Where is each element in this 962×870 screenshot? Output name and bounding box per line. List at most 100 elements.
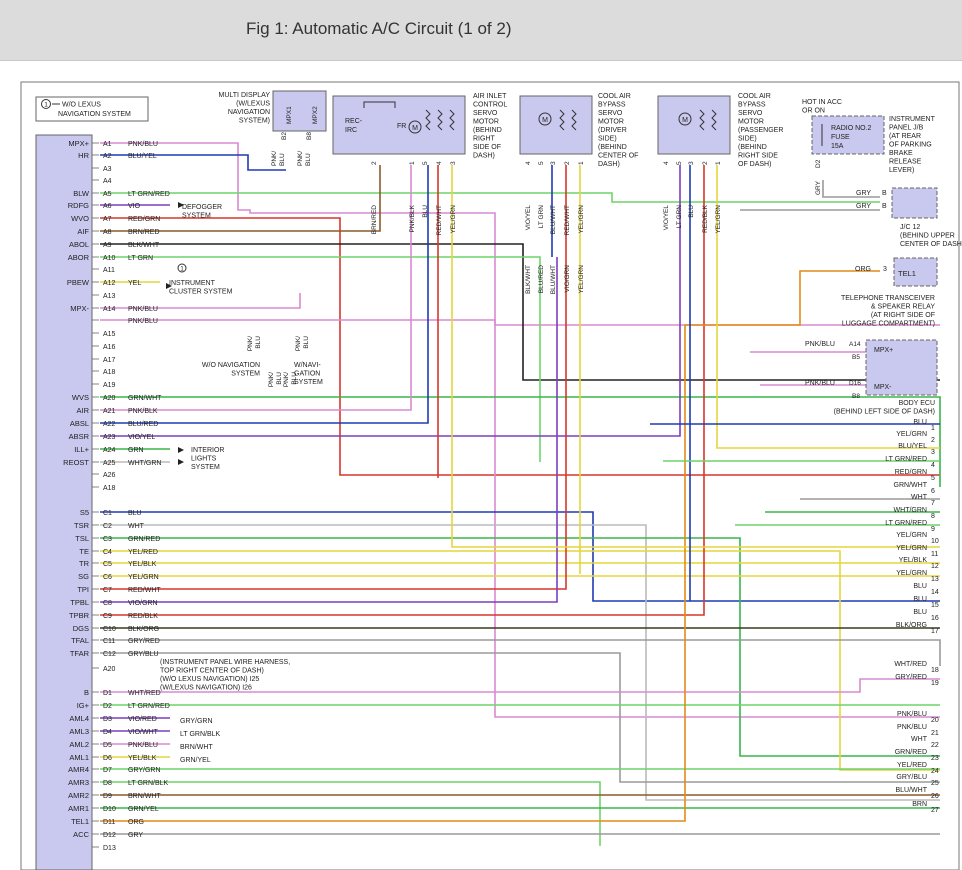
wire-color-label: GRY [856, 190, 871, 197]
cool-passenger-label: SIDE) [738, 136, 757, 143]
fuse-location-label: LEVER) [889, 167, 914, 174]
pin-name: AMR3 [68, 778, 89, 787]
cool-air-passenger-box [657, 95, 731, 155]
output-number: 21 [931, 730, 939, 737]
pin-name: S5 [80, 508, 89, 517]
pin-id: C10 [103, 626, 116, 633]
cool-passenger-label: SERVO [738, 110, 763, 117]
multi-display-label: MULTI DISPLAY [219, 92, 271, 99]
pin-id: 4 [663, 161, 670, 165]
pin-name: AMR1 [68, 804, 89, 813]
output-number: 25 [931, 780, 939, 787]
pin-name: MPX2 [312, 106, 319, 124]
cool-passenger-label: COOL AIR [738, 93, 771, 100]
pin-id: 3 [550, 161, 557, 165]
wire-color-label: PNK/BLU [805, 380, 835, 387]
wire-color-label: BLU [422, 205, 429, 218]
wire [100, 781, 601, 846]
pin-id: D5 [103, 742, 112, 749]
resistor-icon [559, 109, 565, 131]
note-harness: (W/O LEXUS NAVIGATION) I25 [160, 676, 259, 683]
pin-id: C8 [103, 600, 112, 607]
wire-color-label: BLU [255, 336, 262, 349]
note-circle-icon [177, 263, 187, 273]
fuse-inner-label: RADIO NO.2 [831, 125, 872, 132]
wire-color-label: VIO/YEL [525, 205, 532, 231]
pin-id: D4 [103, 729, 112, 736]
page-header: Fig 1: Automatic A/C Circuit (1 of 2) [0, 0, 962, 61]
telephone-relay-box [893, 257, 938, 287]
output-number: 19 [931, 680, 939, 687]
pin-id: A13 [103, 293, 116, 300]
wire-color-label: GRN/YEL [128, 806, 159, 813]
output-wire-label: GRN/RED [895, 749, 927, 756]
fuse-location-label: BRAKE [889, 150, 913, 157]
body-ecu-box [865, 339, 938, 396]
pin-id: A24 [103, 447, 116, 454]
pin-id: D9 [103, 793, 112, 800]
pin-id: C7 [103, 587, 112, 594]
pin-name: AIR [76, 406, 89, 415]
page-title: Fig 1: Automatic A/C Circuit (1 of 2) [246, 19, 512, 38]
pin-id: 2 [564, 161, 571, 165]
wire-color-label: RED/WHT [128, 587, 161, 594]
junction-label: CENTER OF DASH) [900, 241, 962, 248]
air-inlet-label: SERVO [473, 110, 498, 117]
pin-id: 1 [578, 161, 585, 165]
output-wire-label: BLU [913, 609, 927, 616]
resistor-icon [449, 109, 455, 131]
wire [451, 165, 940, 548]
note-circle-number: 1 [180, 267, 184, 273]
wire-color-label: BLU [128, 510, 142, 517]
junction-connector-box [891, 187, 938, 219]
telephone-label: TELEPHONE TRANSCEIVER [841, 295, 935, 302]
pin-id: A2 [103, 153, 112, 160]
pin-name: ABSR [69, 432, 90, 441]
wire-color-label: GRN/WHT [128, 395, 162, 402]
output-wire-label: GRN/WHT [894, 482, 928, 489]
wire-color-label: RED/WHT [436, 205, 443, 235]
cool-driver-label: (DRIVER [598, 127, 627, 134]
wire-color-label: YEL/GRN [578, 265, 585, 294]
wire-color-label: WHT [128, 523, 145, 530]
wire [100, 652, 940, 783]
fuse-inner-label: 15A [831, 143, 844, 150]
wire-color-label: BLU/RED [128, 421, 158, 428]
air-inlet-label: MOTOR [473, 119, 499, 126]
air-inlet-servo-box [332, 95, 466, 155]
wire-color-label: BLU [276, 372, 283, 385]
pin-name: ABOR [68, 253, 90, 262]
cool-passenger-label: MOTOR [738, 119, 764, 126]
cool-air-driver-box [519, 95, 593, 155]
wire-color-label: YEL/GRN [715, 205, 722, 234]
pin-name: ILL+ [74, 445, 89, 454]
output-wire-label: WHT/GRN [894, 507, 927, 514]
fuse-location-label: (AT REAR [889, 133, 921, 140]
output-wire-label: BLU [913, 596, 927, 603]
note-w-nav: SYSTEM [294, 379, 323, 386]
pin-id: A8 [103, 229, 112, 236]
pin-id: 4 [525, 161, 532, 165]
note-interior: SYSTEM [191, 464, 220, 471]
air-inlet-label: RIGHT [473, 136, 496, 143]
pin-name: REOST [63, 458, 89, 467]
wire-color-label: BRN/RED [371, 205, 378, 235]
note-w-nav: GATION [294, 371, 320, 378]
pin-id: 1 [715, 161, 722, 165]
motor-icon [408, 120, 422, 134]
wire [100, 154, 286, 171]
pin-id: D12 [103, 832, 116, 839]
fuse-hot-label: OR ON [802, 108, 825, 115]
wire-color-label: YEL/BLK [128, 561, 157, 568]
output-number: 27 [931, 807, 939, 814]
output-wire-label: BRN [912, 801, 927, 808]
pin-id: A9 [103, 242, 112, 249]
resistor-icon [571, 109, 577, 131]
pin-name: SG [78, 572, 89, 581]
output-wire-label: WHT/RED [894, 661, 927, 668]
pin-id: D11 [103, 819, 115, 826]
wire-color-label: LT GRN [538, 205, 545, 229]
pin-name: PBEW [67, 278, 90, 287]
pin-name: IG+ [77, 701, 90, 710]
junction-label: J/C 12 [900, 224, 920, 231]
